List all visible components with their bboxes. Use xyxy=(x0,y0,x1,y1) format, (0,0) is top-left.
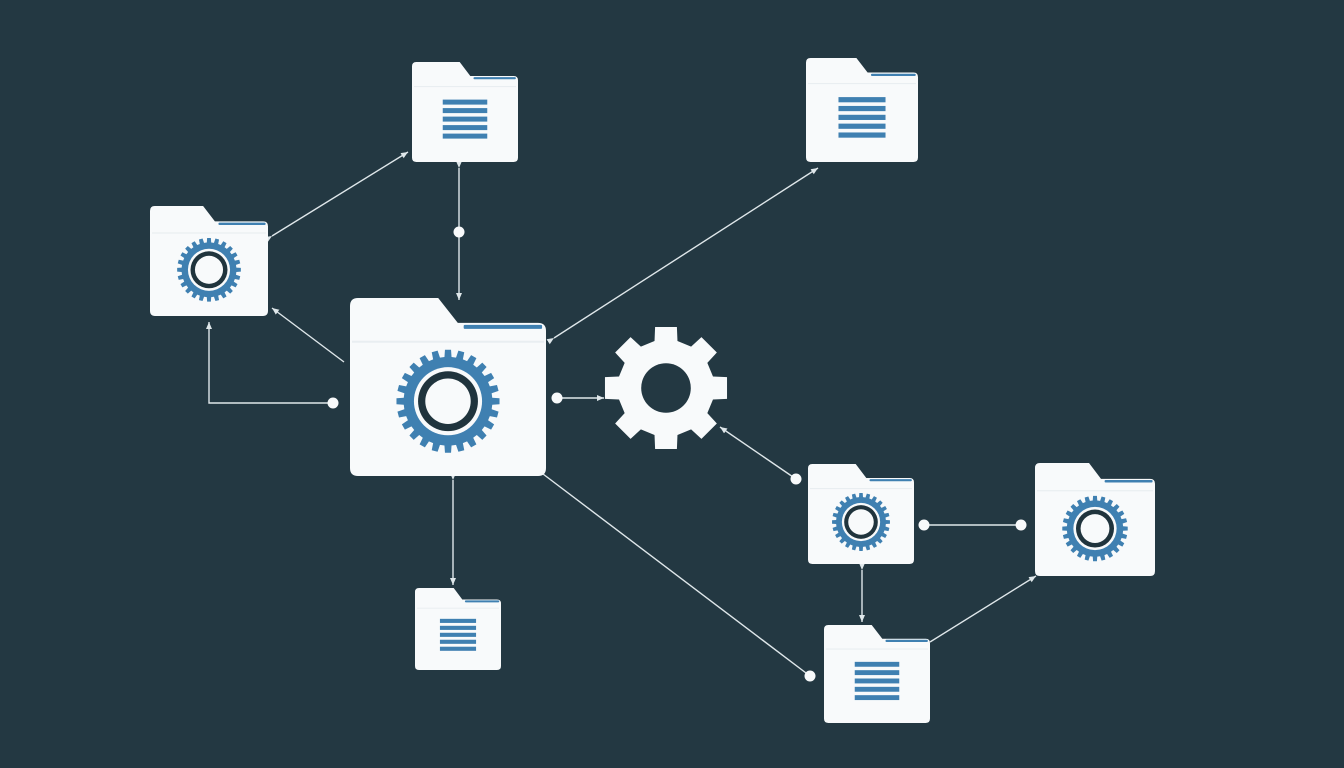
gear-hub-icon xyxy=(604,326,728,450)
top-docs-folder xyxy=(412,62,518,162)
far-right-settings-folder xyxy=(1035,463,1155,576)
connector-folder-central-settings-to-folder-top-right-docs xyxy=(546,167,819,345)
gear-icon xyxy=(177,237,241,302)
text-line xyxy=(442,108,488,114)
text-line xyxy=(838,97,886,103)
document-lines-icon xyxy=(439,618,477,651)
folder-accent-stripe xyxy=(1104,480,1153,483)
gear-icon xyxy=(832,493,890,551)
bottom-docs-folder xyxy=(415,588,501,670)
folder-accent-stripe xyxy=(885,639,928,642)
folder-accent-stripe xyxy=(869,479,912,482)
text-line xyxy=(439,646,477,651)
connector-dot xyxy=(1015,519,1027,531)
document-lines-icon xyxy=(442,99,488,139)
folder-front-edge xyxy=(1037,490,1153,492)
connector-dot xyxy=(327,397,339,409)
text-line xyxy=(838,114,886,120)
connector-folder-central-settings-to-folder-left-settings xyxy=(271,307,345,363)
connector-folder-right-settings-to-gear-hub xyxy=(719,426,797,480)
connector-dot xyxy=(804,670,816,682)
gear-hub-hole xyxy=(641,363,691,413)
central-settings-folder xyxy=(350,298,546,476)
connector-folder-central-settings-to-folder-bottom-right-docs xyxy=(535,467,811,677)
text-line xyxy=(854,661,900,667)
left-settings-folder xyxy=(150,206,268,316)
text-line xyxy=(442,125,488,131)
gear-icon xyxy=(1062,495,1128,562)
diagram-nodes xyxy=(150,58,1155,723)
text-line xyxy=(439,625,477,630)
text-line xyxy=(439,632,477,637)
text-line xyxy=(442,133,488,139)
connector-folder-central-settings-to-folder-left-settings xyxy=(206,322,336,404)
connector-lines xyxy=(206,151,1037,682)
text-line xyxy=(838,105,886,112)
connector-dot xyxy=(918,519,930,531)
text-line xyxy=(854,686,900,692)
folder-accent-stripe xyxy=(218,222,266,226)
folder-front-edge xyxy=(352,340,544,343)
folder-front-edge xyxy=(417,607,499,609)
folder-front-edge xyxy=(826,648,928,650)
gear-center xyxy=(425,378,471,424)
bottom-right-docs-folder xyxy=(824,625,930,723)
folder-front-edge xyxy=(414,86,516,88)
text-line xyxy=(442,99,488,105)
right-settings-folder xyxy=(808,464,914,564)
folder-accent-stripe xyxy=(463,324,543,329)
document-lines-icon xyxy=(854,661,900,701)
gear-center xyxy=(1080,514,1110,543)
connector-folder-left-settings-to-folder-top-docs xyxy=(264,151,409,243)
connector-folder-bottom-right-docs-to-folder-far-right-settings xyxy=(929,575,1037,643)
top-right-docs-folder xyxy=(806,58,918,162)
folder-front-edge xyxy=(808,82,916,85)
connector-dot xyxy=(453,226,465,238)
folder-accent-stripe xyxy=(473,77,516,80)
gear-center xyxy=(194,255,224,284)
connector-dot xyxy=(551,392,563,404)
folder-accent-stripe xyxy=(870,73,916,76)
folder-front-edge xyxy=(152,232,266,234)
gear-icon xyxy=(396,349,500,453)
text-line xyxy=(854,678,900,684)
text-line xyxy=(854,670,900,676)
text-line xyxy=(439,618,477,623)
document-lines-icon xyxy=(838,97,886,138)
text-line xyxy=(854,695,900,701)
connector-dot xyxy=(790,473,802,485)
folder-accent-stripe xyxy=(464,600,500,603)
text-line xyxy=(838,123,886,129)
text-line xyxy=(439,639,477,644)
gear-center xyxy=(848,509,874,535)
text-line xyxy=(442,116,488,122)
folder-front-edge xyxy=(810,488,912,490)
text-line xyxy=(838,132,886,138)
